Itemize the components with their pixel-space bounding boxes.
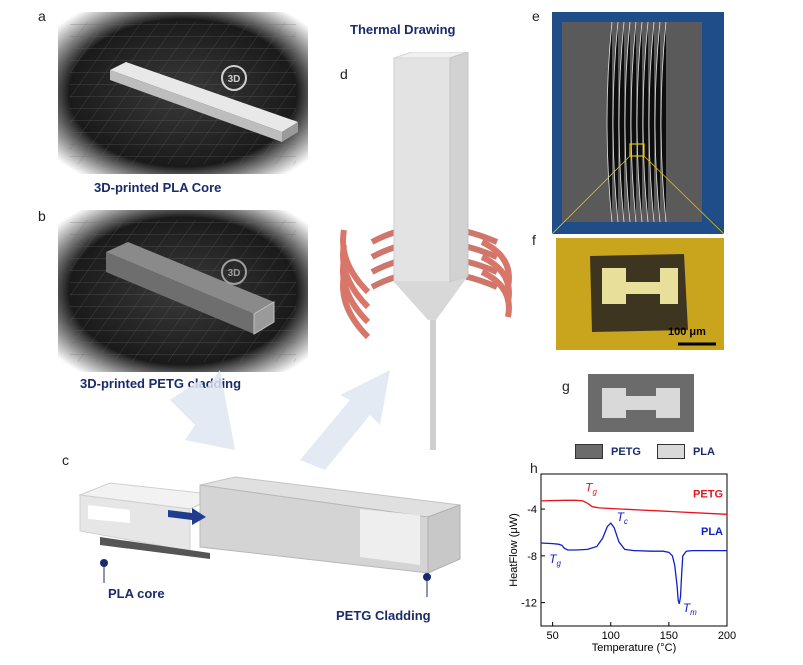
- caption-pla-core: 3D-printed PLA Core: [94, 180, 222, 195]
- panel-letter-d: d: [340, 66, 348, 82]
- y-tick-label: -12: [521, 598, 537, 610]
- cross-section-schematic: [588, 374, 694, 432]
- cross-section-micrograph: [556, 238, 724, 350]
- panel-letter-a: a: [38, 8, 46, 24]
- scale-bar-label: 100 μm: [668, 326, 706, 338]
- legend-label-petg: PETG: [611, 445, 641, 458]
- legend-swatch-pla: [656, 444, 685, 459]
- series-line-petg: [540, 499, 728, 515]
- label-pla-core: PLA core: [108, 586, 165, 601]
- panel-letter-b: b: [38, 208, 46, 224]
- panel-letter-e: e: [532, 8, 540, 24]
- flow-arrows: [170, 370, 390, 470]
- 3d-logo-text-b: 3D: [228, 268, 241, 279]
- annotation-tg: Tg: [585, 481, 597, 497]
- y-axis: -4 -8 -12: [521, 504, 545, 610]
- series-label-petg: PETG: [693, 488, 723, 500]
- 3d-logo-text-a: 3D: [228, 74, 241, 85]
- assembly-render: [78, 476, 461, 597]
- annotation-tg: Tg: [549, 552, 561, 568]
- x-axis: 50 100 150 200: [547, 622, 736, 642]
- annotation-tc: Tc: [617, 510, 628, 526]
- y-tick-label: -8: [527, 551, 537, 563]
- plot-lines: [540, 499, 728, 604]
- arrow-up-icon: [300, 370, 390, 470]
- legend-label-pla: PLA: [692, 445, 715, 458]
- label-petg-cladding: PETG Cladding: [336, 608, 431, 623]
- arrow-down-icon: [170, 370, 235, 450]
- thermal-drawing-render: [340, 52, 512, 450]
- title-thermal-drawing: Thermal Drawing: [350, 22, 456, 37]
- x-tick-label: 200: [718, 630, 736, 642]
- y-tick-label: -4: [527, 504, 537, 516]
- x-tick-label: 50: [547, 630, 559, 642]
- petg-cladding-render: 3D: [58, 210, 308, 372]
- x-tick-label: 100: [602, 630, 620, 642]
- panel-letter-f: f: [532, 232, 536, 248]
- panel-letter-h: h: [530, 460, 538, 476]
- annotation-tm: Tm: [683, 601, 697, 617]
- x-tick-label: 150: [660, 630, 678, 642]
- 3d-logo-icon: [221, 259, 247, 285]
- insert-arrow-icon: [168, 508, 206, 525]
- legend-g: PETG PLA: [575, 444, 715, 459]
- legend-swatch-petg: [575, 444, 603, 459]
- panel-letter-g: g: [562, 378, 570, 394]
- pla-core-render: 3D: [58, 12, 308, 174]
- 3d-logo-icon: [221, 65, 247, 91]
- fiber-spool-photo: [552, 12, 724, 234]
- x-axis-label: Temperature (°C): [592, 642, 676, 654]
- y-axis-label: HeatFlow (μW): [508, 513, 520, 587]
- series-label-pla: PLA: [701, 526, 723, 538]
- zoom-box: [629, 143, 645, 157]
- series-line-pla: [540, 522, 727, 604]
- panel-letter-c: c: [62, 452, 69, 468]
- heater-coils-front: [340, 229, 512, 340]
